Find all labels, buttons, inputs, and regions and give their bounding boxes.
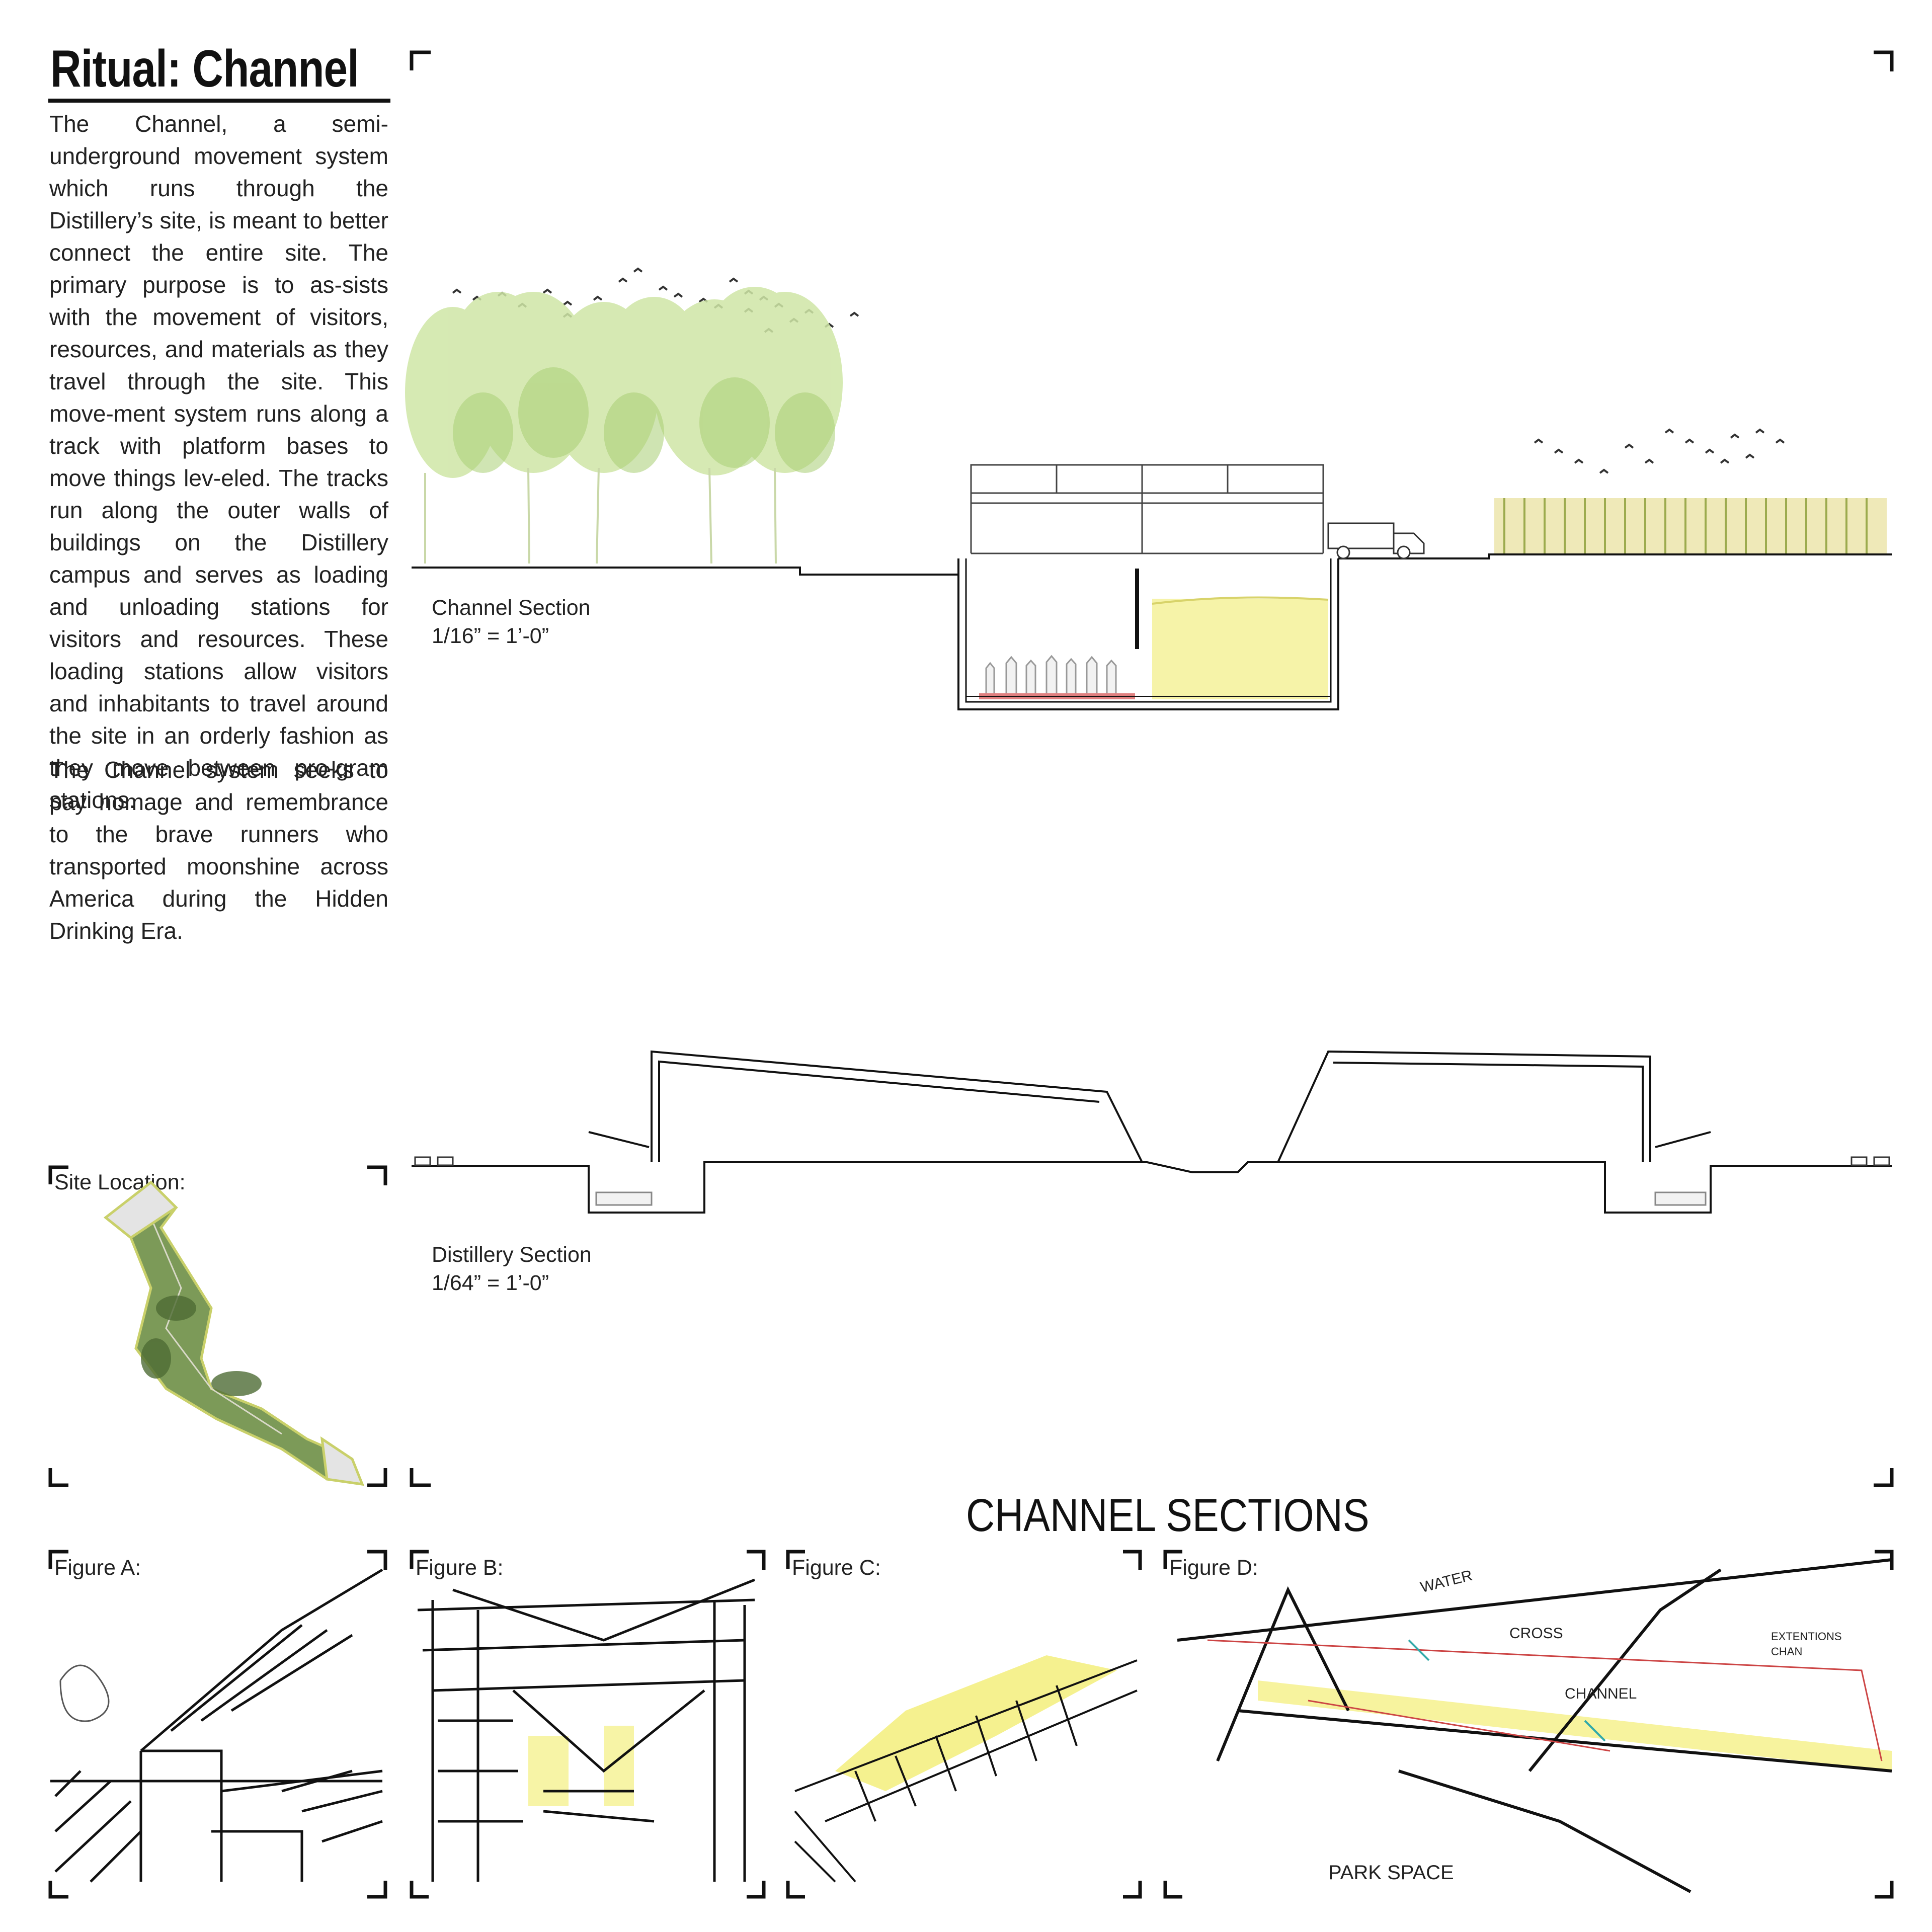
figure-c-label: Figure C:	[792, 1556, 881, 1580]
sketch-note-extentions: EXTENTIONS	[1771, 1630, 1842, 1643]
figure-c-sketch	[794, 1655, 1138, 1883]
sketch-note-cross: CROSS	[1509, 1625, 1563, 1642]
channel-canopy	[970, 464, 1324, 554]
birds-right	[1534, 428, 1785, 474]
figure-d-sketch	[1177, 1558, 1892, 1893]
site-location-label: Site Location:	[54, 1170, 186, 1194]
description-paragraph-1: The Channel, a semi-underground movement…	[49, 111, 388, 813]
figure-b-label: Figure B:	[416, 1556, 504, 1580]
distillery-floor-right	[1654, 1191, 1707, 1206]
figure-b-sketch	[417, 1578, 755, 1882]
figure-a-sketch	[50, 1568, 383, 1883]
page-title: Ritual: Channel	[50, 40, 359, 98]
cars	[414, 1156, 1890, 1166]
sketch-note-chan: CHAN	[1771, 1645, 1803, 1658]
distillery-section-drawing	[412, 1050, 1892, 1214]
channel-section-drawing	[405, 267, 1892, 710]
description-paragraph-2: The Channel system seeks to pay homage a…	[49, 757, 388, 944]
figure-a-label: Figure A:	[54, 1556, 141, 1580]
distillery-floor-left	[595, 1191, 653, 1206]
sketch-note-channel: CHANNEL	[1565, 1685, 1637, 1702]
channel-sections-heading: CHANNEL SECTIONS	[966, 1490, 1370, 1541]
truck-icon	[1327, 522, 1425, 559]
distillery-section-name: Distillery Section	[432, 1243, 592, 1267]
ground-line	[412, 553, 1892, 576]
channel-trench	[957, 558, 1339, 710]
site-map-image	[103, 1180, 364, 1486]
corn-field	[1494, 498, 1887, 553]
people-silhouettes	[985, 655, 1117, 693]
trees	[405, 287, 843, 564]
channel-section-name: Channel Section	[432, 596, 591, 620]
distillery-section-scale: 1/64” = 1’-0”	[432, 1271, 549, 1295]
sketch-note-park-space: PARK SPACE	[1328, 1862, 1454, 1884]
figure-d-label: Figure D:	[1169, 1556, 1258, 1580]
channel-section-scale: 1/16” = 1’-0”	[432, 624, 549, 648]
title-underline	[48, 99, 390, 103]
